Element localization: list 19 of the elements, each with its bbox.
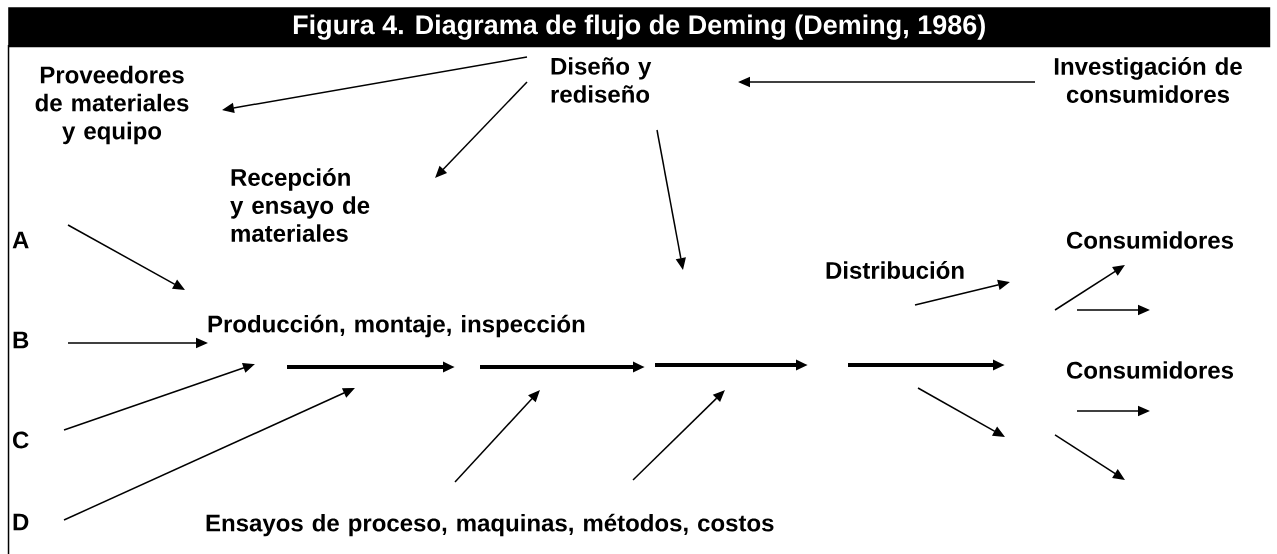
arrow <box>435 81 528 178</box>
node-label: A <box>12 231 29 249</box>
arrow <box>454 390 540 483</box>
node-label: Investigación de consumidores <box>1054 57 1242 103</box>
node-label: C <box>13 431 29 449</box>
node-label: D <box>13 513 29 531</box>
node-label: Consumidores <box>1067 231 1233 249</box>
arrow <box>67 224 185 290</box>
node-label: Proveedores de materiales y equipo <box>35 65 189 145</box>
node-label: Ensayos de proceso, maquinas, métodos, costos <box>206 513 774 537</box>
title-bar: Figura 4. Diagrama de flujo de Deming (Deming, 1986) <box>8 7 1271 48</box>
node-label: Distribución <box>826 261 964 279</box>
arrow <box>632 390 725 481</box>
node-label: B <box>13 331 29 349</box>
node-label: Diseño y rediseño <box>551 57 652 103</box>
node-label: Recepción y ensayo de materiales <box>230 168 370 242</box>
node-label: Consumidores <box>1067 361 1233 379</box>
node-label: Producción, montaje, inspección <box>208 314 585 338</box>
arrow <box>1054 265 1125 311</box>
